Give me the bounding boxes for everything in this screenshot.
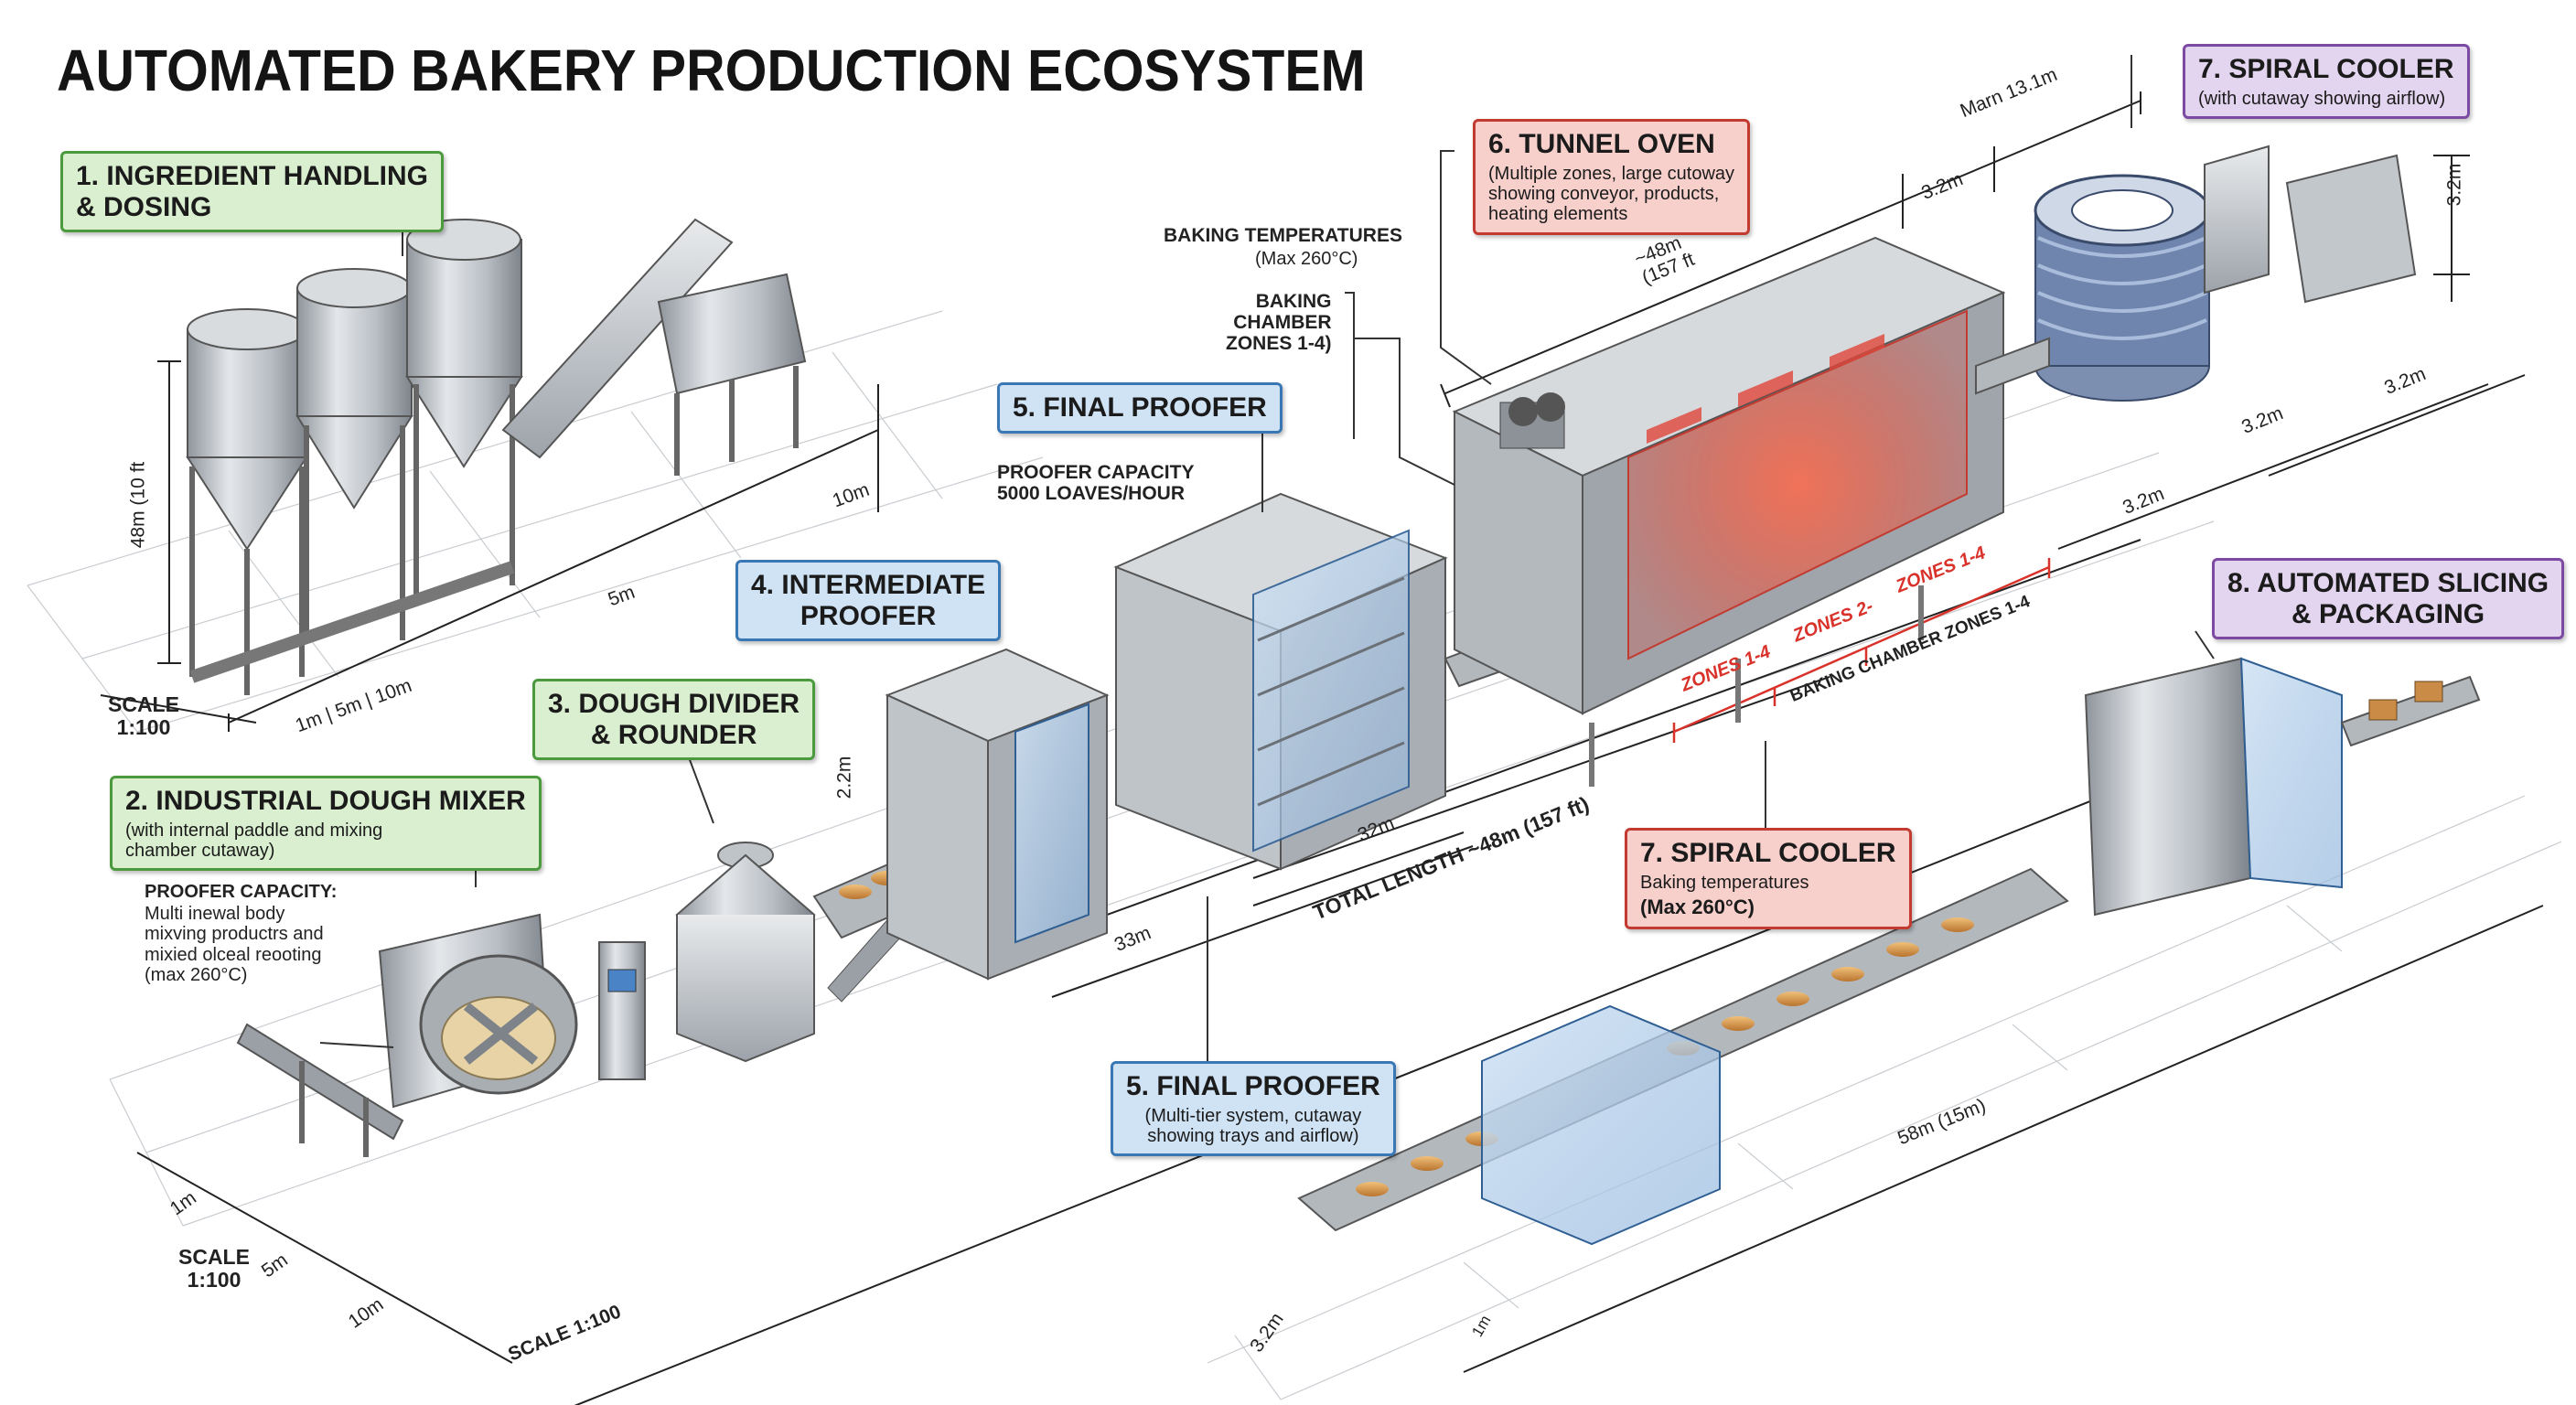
callout-tunnel-oven-heading: 6. TUNNEL OVEN (1488, 129, 1715, 159)
dim-2-2m: 2.2m (833, 756, 855, 799)
proofer-capacity-mid: PROOFER CAPACITY 5000 LOAVES/HOUR (997, 462, 1195, 505)
callout-intermediate-proofer-heading: 4. INTERMEDIATE PROOFER (751, 570, 986, 631)
callout-spiral-cooler-top: 7. SPIRAL COOLER (with cutaway showing a… (2183, 44, 2470, 119)
baking-temperatures-max: (Max 260°C) (1255, 249, 1358, 269)
callout-tunnel-oven: 6. TUNNEL OVEN (Multiple zones, large cu… (1473, 119, 1751, 235)
proofer-capacity-left-text: Multi inewal body mixving productrs and … (145, 904, 324, 986)
callout-dough-mixer-sub: (with internal paddle and mixing chamber… (125, 820, 383, 861)
dim-3-2m-b: 3.2m (2443, 163, 2465, 207)
callout-ingredient-handling: 1. INGREDIENT HANDLING & DOSING (60, 151, 445, 233)
callout-dough-mixer: 2. INDUSTRIAL DOUGH MIXER (with internal… (110, 776, 542, 872)
callout-slicing-packaging: 8. AUTOMATED SLICING & PACKAGING (2212, 558, 2565, 640)
callout-spiral-cooler-top-heading: 7. SPIRAL COOLER (2198, 54, 2454, 84)
callout-spiral-cooler-top-sub: (with cutaway showing airflow) (2198, 88, 2446, 109)
silo-2 (295, 268, 413, 640)
callout-spiral-cooler-bottom-extra: (Max 260°C) (1640, 895, 1755, 918)
intermediate-proofer (885, 648, 1110, 981)
final-proofer (1113, 492, 1448, 871)
callout-final-proofer-bottom: 5. FINAL PROOFER (Multi-tier system, cut… (1111, 1061, 1396, 1157)
silo-1 (186, 308, 308, 695)
scale-left: SCALE 1:100 (108, 692, 179, 740)
silo-3 (405, 219, 523, 604)
callout-final-proofer-top: 5. FINAL PROOFER (997, 382, 1283, 434)
callout-divider-rounder: 3. DOUGH DIVIDER & ROUNDER (532, 679, 816, 761)
bread-loaves-line (1356, 917, 1974, 1196)
dough-mixer (236, 913, 646, 1157)
callout-spiral-cooler-bottom-heading: 7. SPIRAL COOLER (1640, 838, 1896, 868)
proofer-capacity-left-label: PROOFER CAPACITY: (145, 882, 338, 902)
ingredient-silos (186, 218, 807, 695)
page-title: AUTOMATED BAKERY PRODUCTION ECOSYSTEM (57, 38, 1366, 103)
callout-final-proofer-bottom-sub: (Multi-tier system, cutaway showing tray… (1144, 1105, 1362, 1146)
baking-temperatures-label: BAKING TEMPERATURES (1164, 225, 1402, 246)
callout-ingredient-handling-heading: 1. INGREDIENT HANDLING & DOSING (76, 161, 429, 222)
callout-spiral-cooler-bottom: 7. SPIRAL COOLER Baking temperatures (Ma… (1625, 828, 1912, 929)
callout-tunnel-oven-sub: (Multiple zones, large cutoway showing c… (1488, 163, 1735, 225)
callout-slicing-packaging-heading: 8. AUTOMATED SLICING & PACKAGING (2227, 568, 2549, 629)
callout-dough-mixer-heading: 2. INDUSTRIAL DOUGH MIXER (125, 786, 526, 816)
feed-conveyor (236, 1023, 404, 1141)
callout-divider-rounder-heading: 3. DOUGH DIVIDER & ROUNDER (548, 689, 800, 750)
zone-dimension (1672, 558, 2051, 743)
spiral-cooler (1975, 145, 2417, 402)
dim-silo-height: 48m (10 ft (127, 461, 149, 549)
screw-conveyor (501, 218, 734, 459)
baking-chamber-label: BAKING CHAMBER ZONES 1-4) (1226, 291, 1332, 355)
callout-final-proofer-top-heading: 5. FINAL PROOFER (1013, 392, 1267, 423)
scale-bottom: SCALE 1:100 (178, 1245, 250, 1292)
callout-spiral-cooler-bottom-sub: Baking temperatures (1640, 872, 1809, 893)
tunnel-oven (1452, 236, 2006, 787)
callout-final-proofer-bottom-heading: 5. FINAL PROOFER (1126, 1071, 1380, 1101)
callout-intermediate-proofer: 4. INTERMEDIATE PROOFER (735, 560, 1002, 642)
dosing-hopper (657, 273, 807, 476)
slicing-packaging (1297, 657, 2481, 1246)
